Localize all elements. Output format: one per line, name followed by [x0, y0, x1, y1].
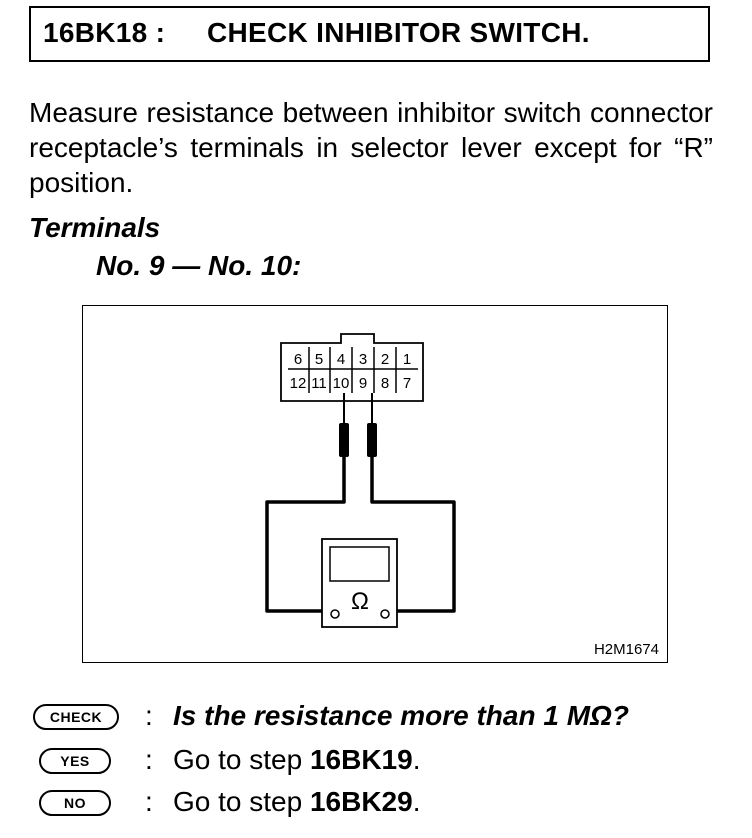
- yes-action: Go to step 16BK19.: [173, 744, 420, 776]
- step-title: CHECK INHIBITOR SWITCH.: [207, 17, 590, 48]
- colon: :: [145, 700, 153, 731]
- yes-badge: YES: [39, 748, 111, 774]
- pin-label: 2: [381, 351, 389, 368]
- pin-label: 9: [359, 375, 367, 392]
- pin-label: 11: [311, 375, 327, 392]
- probe-left: [339, 423, 349, 457]
- no-badge: NO: [39, 790, 111, 816]
- yes-prefix: Go to step: [173, 744, 310, 775]
- header-box: 16BK18 : CHECK INHIBITOR SWITCH.: [29, 6, 710, 62]
- colon: :: [145, 786, 153, 817]
- pin-label: 3: [359, 351, 367, 368]
- pin-label: 5: [315, 351, 323, 368]
- yes-step-link[interactable]: 16BK19: [309, 744, 413, 775]
- check-question: Is the resistance more than 1 MΩ?: [173, 700, 629, 731]
- check-badge: CHECK: [33, 704, 119, 730]
- diagram-drawing: 6 5 4 3 2 1 12 11 10 9 8 7 Ω: [265, 333, 456, 628]
- probe-leads: [265, 393, 456, 613]
- yes-suffix: .: [412, 744, 421, 775]
- pin-label: 7: [403, 375, 411, 392]
- ohm-symbol: Ω: [351, 588, 369, 615]
- figure-id: H2M1674: [593, 641, 659, 658]
- connector-diagram: 6 5 4 3 2 1 12 11 10 9 8 7 Ω H2M1674: [82, 305, 668, 663]
- pin-label: 8: [381, 375, 389, 392]
- pin-label: 12: [290, 375, 307, 392]
- terminals-heading: Terminals: [29, 212, 161, 243]
- no-suffix: .: [412, 786, 421, 817]
- pin-label: 10: [333, 375, 350, 392]
- connector-grid: [288, 347, 418, 393]
- no-action: Go to step 16BK29.: [173, 786, 420, 818]
- meter-terminal: [330, 609, 340, 619]
- colon: :: [145, 744, 153, 775]
- meter-display: [329, 546, 390, 582]
- pin-label: 4: [337, 351, 345, 368]
- no-step-link[interactable]: 16BK29: [309, 786, 413, 817]
- probe-right: [367, 423, 377, 457]
- pin-label: 1: [403, 351, 411, 368]
- meter-terminal: [380, 609, 390, 619]
- pin-label: 6: [294, 351, 302, 368]
- terminals-value: No. 9 — No. 10:: [96, 250, 302, 281]
- instruction-text: Measure resistance between inhibitor swi…: [29, 97, 713, 198]
- no-prefix: Go to step: [173, 786, 310, 817]
- step-code: 16BK18 :: [43, 17, 166, 48]
